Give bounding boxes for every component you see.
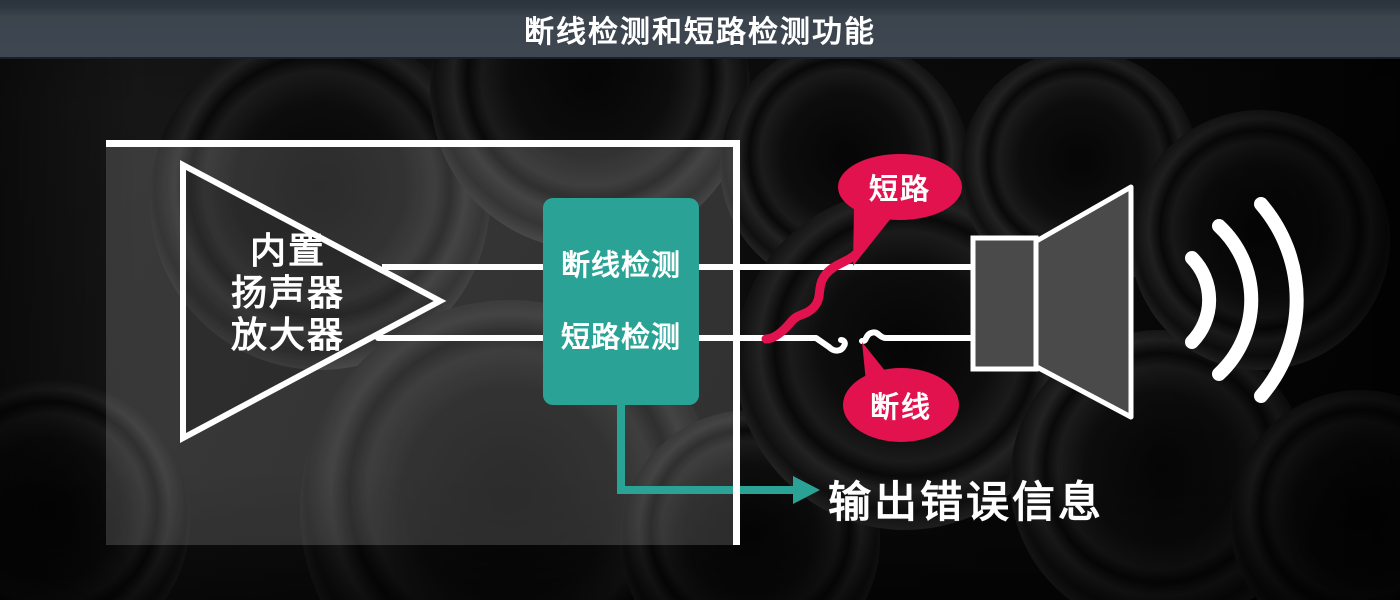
error-output-arrowhead-icon (793, 476, 820, 504)
page-title: 断线检测和短路检测功能 (524, 14, 876, 50)
short-circuit-bubble-tail (853, 208, 892, 266)
short-circuit-callout-label: 短路 (868, 172, 931, 206)
speaker-driver (970, 235, 1039, 372)
sound-wave-medium (1212, 219, 1259, 381)
sound-wave-large (1254, 197, 1304, 403)
wire-break-callout: 断线 (843, 368, 959, 442)
detector-box: 断线检测 短路检测 (543, 198, 699, 405)
short-circuit-squiggle (761, 244, 865, 344)
amplifier-label: 内置 扬声器 放大器 (193, 231, 383, 357)
wire-bottom-left-broken-end (375, 335, 848, 354)
amplifier-label-line2: 扬声器 (230, 273, 345, 314)
sound-waves-icon (1185, 197, 1304, 403)
header-bar: 断线检测和短路检测功能 (0, 0, 1400, 59)
speaker-icon (970, 184, 1134, 420)
amplifier-label-line3: 放大器 (230, 315, 345, 356)
wire-bottom-right-broken-end (859, 329, 976, 345)
amplifier-label-line1: 内置 (249, 231, 326, 272)
error-output-connector (617, 400, 796, 494)
error-output-label: 输出错误信息 (828, 478, 1104, 528)
wire-break-callout-label: 断线 (869, 390, 932, 424)
wire-break-detection-label: 断线检测 (560, 248, 681, 282)
amplifier-triangle-icon (180, 160, 447, 443)
sound-wave-small (1185, 251, 1217, 349)
short-circuit-detection-label: 短路检测 (560, 320, 681, 354)
short-circuit-callout: 短路 (838, 154, 962, 220)
speaker-cone (1030, 184, 1134, 420)
